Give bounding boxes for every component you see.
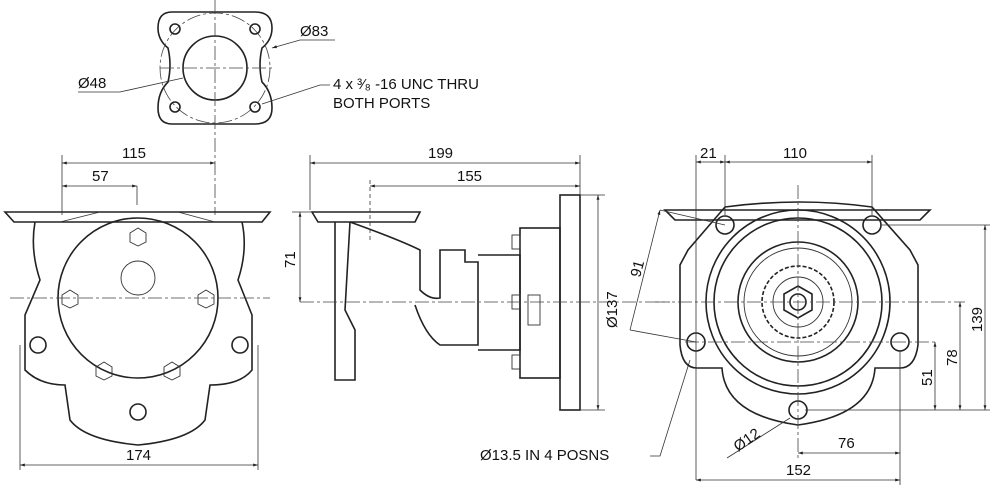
thread-note-line1: 4 x ³⁄₈ -16 UNC THRU: [333, 76, 479, 93]
cover-bolts: [61, 227, 215, 381]
dim-110: 110: [783, 145, 807, 162]
dim-78: 78: [944, 349, 961, 366]
dim-51: 51: [919, 369, 936, 386]
dim-57: 57: [92, 168, 109, 185]
dim-199: 199: [428, 145, 453, 162]
hole-dia-12: Ø12: [731, 425, 764, 455]
thread-note-line2: BOTH PORTS: [333, 95, 430, 112]
end-view: 21 110 91 139 78 51 76 152 Ø12: [627, 145, 990, 485]
dim-76: 76: [838, 435, 855, 452]
dim-174: 174: [126, 447, 151, 464]
dim-115: 115: [122, 145, 146, 162]
dim-91: 91: [627, 259, 648, 280]
dim-155: 155: [457, 168, 482, 185]
rotation-symbol: [120, 260, 156, 296]
port-flange-view: Ø83 Ø48 4 x ³⁄₈ -16 UNC THRU BOTH PORTS: [78, 0, 479, 215]
side-view: 199 155 71 Ø137 Ø13.5 IN 4 POSNS: [282, 145, 691, 464]
dim-152: 152: [786, 462, 811, 479]
dim-21: 21: [700, 145, 717, 162]
dim-71: 71: [282, 251, 299, 268]
port-outer-dia-label: Ø83: [300, 23, 328, 40]
flange-dia-137: Ø137: [604, 291, 621, 328]
port-bore-dia-label: Ø48: [78, 75, 106, 92]
mounting-flange: [559, 194, 581, 411]
dim-139: 139: [969, 307, 986, 332]
port-bolt-holes: [169, 23, 261, 113]
mount-hole-note: Ø13.5 IN 4 POSNS: [480, 447, 609, 464]
front-view: 115 57 174: [3, 145, 272, 470]
